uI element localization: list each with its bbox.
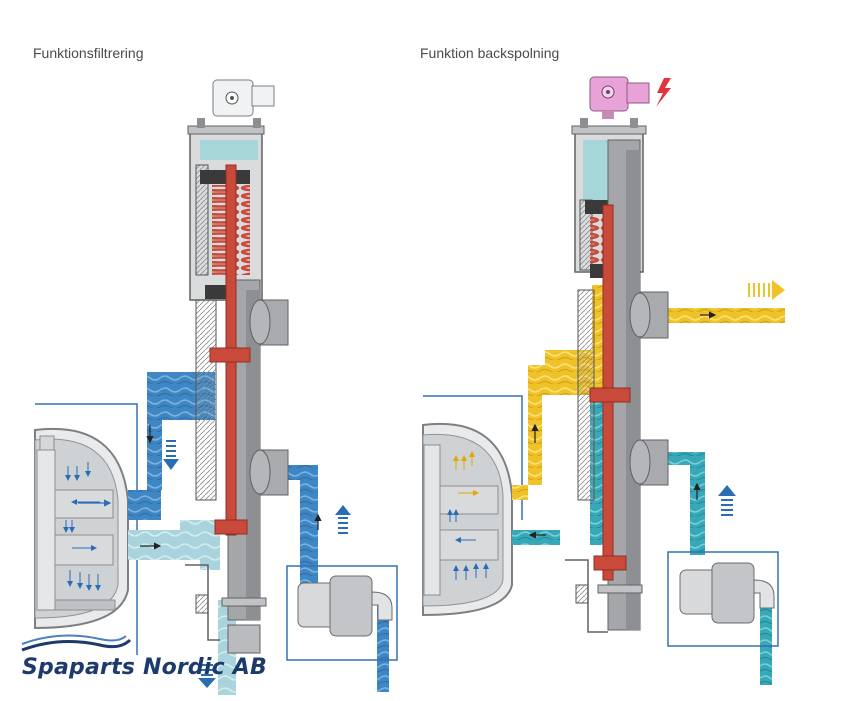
valve-body-right	[565, 118, 669, 633]
filter-tank-left	[34, 427, 129, 630]
brand-logo-waves	[21, 634, 132, 652]
lightning-icon	[656, 78, 671, 107]
left-diagram	[21, 79, 398, 695]
brand-name: Spaparts Nordic AB	[22, 655, 267, 680]
filter-frame-right	[423, 395, 523, 520]
pump-left	[286, 565, 398, 661]
pipe-inlet-dark	[128, 372, 215, 520]
valve-actuator-icon	[212, 79, 275, 117]
piston-rod-left	[209, 164, 251, 536]
title-backwash: Funktion backspolning	[420, 45, 560, 61]
flow-arrows-right	[528, 280, 785, 539]
pipe-backwash-teal	[512, 395, 772, 685]
piston-rod-right	[589, 204, 631, 581]
flow-arrows-left	[78, 425, 351, 688]
right-diagram	[422, 76, 785, 685]
pump-right	[667, 551, 779, 647]
title-filtration: Funktionsfiltrering	[33, 45, 144, 61]
filter-frame-left	[35, 403, 138, 655]
pipe-outlet-light	[128, 520, 236, 695]
filter-tank-right	[422, 422, 513, 617]
valve-actuator-energized-icon	[589, 76, 650, 119]
